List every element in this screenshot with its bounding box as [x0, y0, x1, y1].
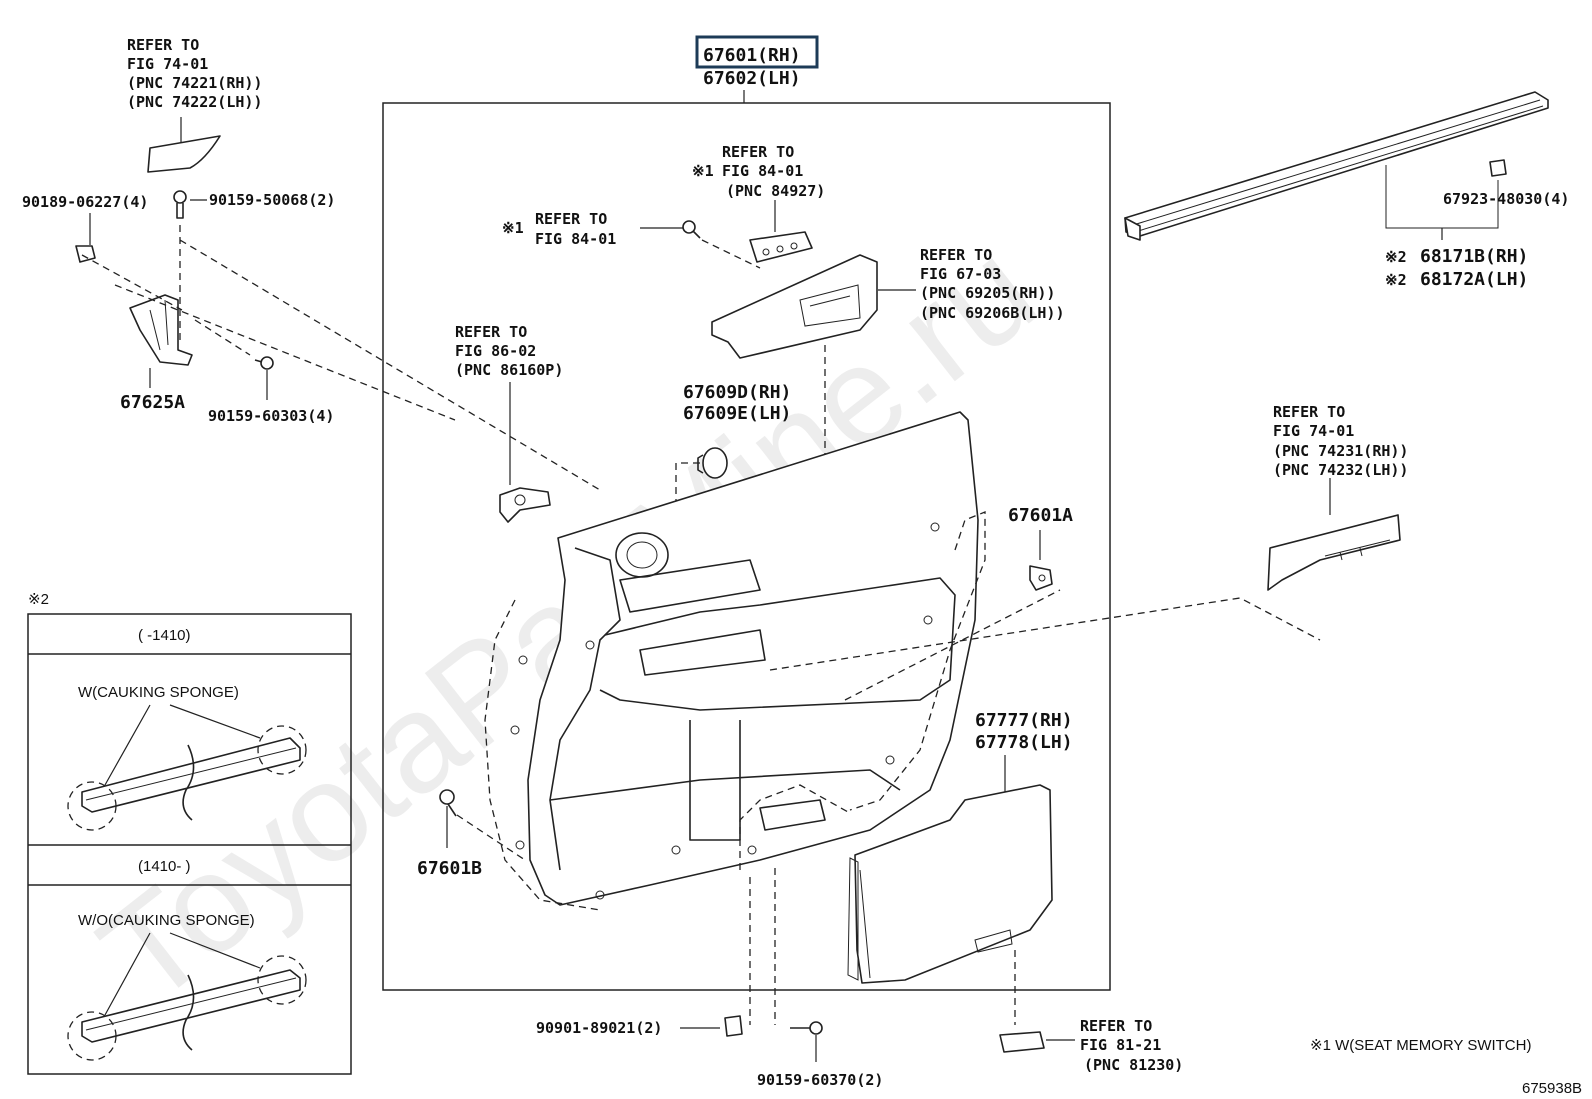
inset-row1-moulding-drawing: [67, 704, 307, 831]
inset-panel: [27, 613, 352, 1075]
inset-row2-label: W/O(CAUKING SPONGE): [78, 912, 255, 929]
inset-row2-moulding-drawing: [67, 932, 307, 1061]
ref-84-01-bolt-mark: ※1: [502, 219, 524, 237]
cap-67609-icon: [697, 447, 728, 479]
ref-84-01-bolt-line2: FIG 84-01: [535, 230, 616, 248]
part-67777-label[interactable]: 67777(RH): [975, 710, 1073, 731]
belt-moulding-part: [1124, 91, 1549, 237]
ref-84-01-bolt-line1: REFER TO: [535, 210, 607, 228]
ref-fig-67-03[interactable]: REFER TO FIG 67-03 (PNC 69205(RH)) (PNC …: [920, 246, 1065, 322]
main-part-lh-label[interactable]: 67602(LH): [703, 68, 801, 89]
diagram-id: 675938B: [1522, 1080, 1582, 1097]
ref-74-01-right-line1: REFER TO: [1273, 403, 1345, 421]
bracket-67625a-part: [129, 294, 193, 366]
ref-74-01-top-line1: REFER TO: [127, 36, 199, 54]
clip-67601b-icon: [439, 789, 457, 817]
ref-67-03-line1: REFER TO: [920, 246, 992, 264]
part-68172a-label[interactable]: 68172A(LH): [1420, 269, 1528, 290]
memory-switch-part: [749, 231, 813, 263]
ref-67-03-line4: (PNC 69206B(LH)): [920, 304, 1065, 322]
part-67923-label[interactable]: 67923-48030(4): [1443, 190, 1569, 208]
ref-86-02-line3: (PNC 86160P): [455, 361, 563, 379]
clip-90901-icon: [724, 1015, 743, 1037]
ref-fig-74-01-top[interactable]: REFER TO FIG 74-01 (PNC 74221(RH)) (PNC …: [127, 36, 262, 111]
inset-row1-header: ( -1410): [138, 627, 191, 644]
armrest-upper-panel-part: [711, 254, 878, 359]
inset-row2-header: (1410- ): [138, 858, 191, 875]
ref-67-03-line2: FIG 67-03: [920, 265, 1001, 283]
ref-84-01-top-line3: (PNC 84927): [726, 182, 825, 200]
door-trim-board-part: [527, 411, 979, 906]
part-90159-50068-label[interactable]: 90159-50068(2): [209, 191, 335, 209]
part-68171b-label[interactable]: 68171B(RH): [1420, 246, 1528, 267]
inset-mark: ※2: [28, 591, 49, 608]
ref-fig-74-01-right[interactable]: REFER TO FIG 74-01 (PNC 74231(RH)) (PNC …: [1273, 403, 1408, 479]
ref-84-01-top-mark: ※1: [692, 162, 714, 180]
ref-fig-84-01-top[interactable]: REFER TO FIG 84-01 (PNC 84927): [722, 143, 825, 200]
screw-90159-60303-icon: [254, 356, 274, 370]
clip-67601a-icon: [1029, 565, 1053, 591]
corner-garnish-part: [147, 135, 221, 173]
ref-fig-86-02[interactable]: REFER TO FIG 86-02 (PNC 86160P): [455, 323, 563, 379]
part-67601a-label[interactable]: 67601A: [1008, 505, 1073, 526]
ref-86-02-line2: FIG 86-02: [455, 342, 536, 360]
main-part-highlight-box[interactable]: [695, 35, 819, 69]
part-67601b-label[interactable]: 67601B: [417, 858, 482, 879]
part-90159-60370-label[interactable]: 90159-60370(2): [757, 1071, 883, 1089]
ref-84-01-top-line2: FIG 84-01: [722, 162, 803, 180]
screw-90159-60370-icon: [790, 1021, 823, 1035]
part-67609e-label[interactable]: 67609E(LH): [683, 403, 791, 424]
ref-86-02-line1: REFER TO: [455, 323, 527, 341]
part-67625a-label[interactable]: 67625A: [120, 392, 185, 413]
ref-74-01-right-line3: (PNC 74231(RH)): [1273, 442, 1408, 460]
part-67609d-label[interactable]: 67609D(RH): [683, 382, 791, 403]
ref-74-01-top-line2: FIG 74-01: [127, 55, 208, 73]
main-assembly-frame: [382, 102, 1111, 991]
ref-84-01-top-line1: REFER TO: [722, 143, 794, 161]
part-90901-label[interactable]: 90901-89021(2): [536, 1019, 662, 1037]
ref-74-01-right-line4: (PNC 74232(LH)): [1273, 461, 1408, 479]
part-90159-60303-label[interactable]: 90159-60303(4): [208, 407, 334, 425]
clip-90189-icon: [75, 245, 96, 263]
ref-74-01-right-line2: FIG 74-01: [1273, 422, 1354, 440]
part-90189-06227-label[interactable]: 90189-06227(4): [22, 193, 148, 211]
ref-fig-84-01-bolt[interactable]: REFER TO FIG 84-01: [535, 210, 616, 248]
note-seat-memory-switch: ※1 W(SEAT MEMORY SWITCH): [1310, 1037, 1531, 1054]
window-switch-panel-part: [1267, 514, 1401, 591]
connector-81-21-icon: [999, 1031, 1045, 1053]
screw-84-01-icon: [682, 220, 701, 239]
moulding-rh-mark: ※2: [1385, 248, 1407, 266]
ref-81-21-line2: FIG 81-21: [1080, 1036, 1161, 1054]
part-67778-label[interactable]: 67778(LH): [975, 732, 1073, 753]
screw-90159-50068-icon: [173, 190, 187, 219]
ref-81-21-line1: REFER TO: [1080, 1017, 1152, 1035]
moulding-lh-mark: ※2: [1385, 271, 1407, 289]
lower-door-panel-part: [854, 784, 1053, 984]
ref-74-01-top-line4: (PNC 74222(LH)): [127, 93, 262, 111]
inset-row1-label: W(CAUKING SPONGE): [78, 684, 239, 701]
main-part-rh-label[interactable]: 67601(RH): [703, 45, 801, 66]
ref-81-21-line3: (PNC 81230): [1084, 1056, 1183, 1074]
ref-fig-81-21[interactable]: REFER TO FIG 81-21 (PNC 81230): [1080, 1017, 1183, 1074]
ref-67-03-line3: (PNC 69205(RH)): [920, 284, 1055, 302]
speaker-bracket-part: [499, 487, 551, 523]
ref-74-01-top-line3: (PNC 74221(RH)): [127, 74, 262, 92]
clip-67923-icon: [1489, 159, 1507, 177]
